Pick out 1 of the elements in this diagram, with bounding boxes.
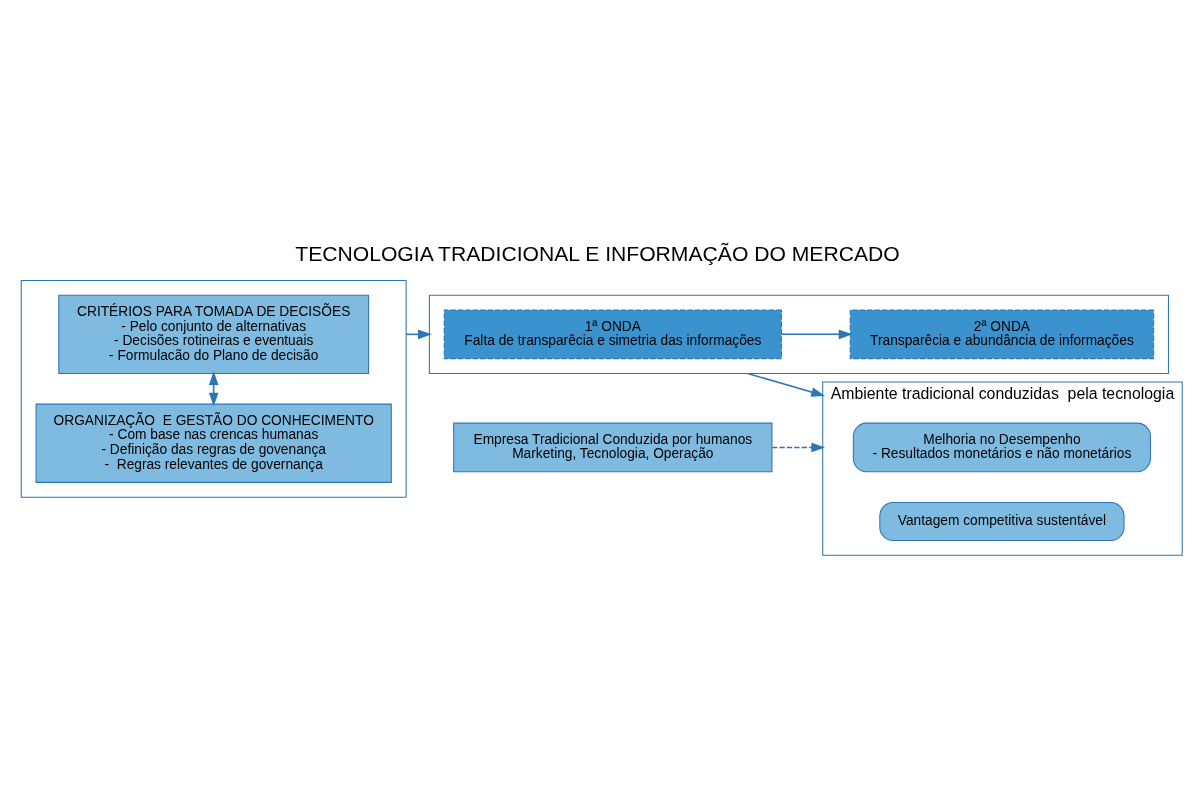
diagram-title: TECNOLOGIA TRADICIONAL E INFORMAÇÃO DO MERCADO (295, 242, 900, 266)
